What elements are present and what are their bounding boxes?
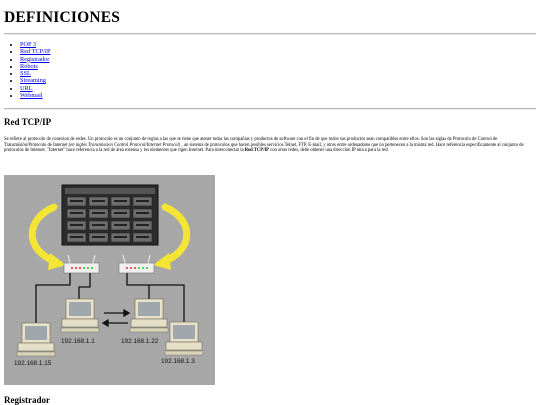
toc-link-streaming[interactable]: Streaming [20,77,46,85]
toc-item: SSL [20,70,51,77]
toc-item: URL [20,85,51,92]
ip-label-22: 192.168.1.22 [121,338,159,345]
toc-link-red-tcp-ip[interactable]: Red TCP/IP [20,48,51,56]
definitions-index: POP 3 Red TCP/IP Registrador Robots SSL … [4,41,51,99]
ip-label-1: 192.168.1.1 [61,338,95,345]
computer-right-bottom-icon [164,321,204,356]
toc-item: Streaming [20,77,51,84]
section-divider [4,108,536,110]
network-diagram-image: 192.168.1.1 192.168.1.22 192.168.1.15 19… [4,175,215,385]
desc-part-1: Se refiere al protocolo de conexion de r… [4,137,498,148]
yellow-arrow-left-icon [28,203,66,270]
section-heading-registrador: Registrador [4,395,50,405]
exchange-arrows-icon [101,308,131,328]
toc-link-registrador[interactable]: Registrador [20,55,50,63]
toc-item: Robots [20,63,51,70]
toc-link-pop3[interactable]: POP 3 [20,41,37,48]
router-right-icon [118,254,155,274]
router-left-icon [63,254,100,274]
toc-item: Red TCP/IP [20,48,51,55]
ip-label-15: 192.168.1.15 [14,360,52,367]
toc-item: Registrador [20,56,51,63]
page-title: DEFINICIONES [4,9,121,26]
toc-item: POP 3 [20,41,51,48]
computer-middle-right-icon [129,298,169,333]
yellow-arrow-right-icon [153,203,191,270]
desc-part-2: , un sistema de protocolos que hacen pos… [4,142,524,154]
computer-left-bottom-icon [16,322,56,357]
network-cables [35,273,185,323]
toc-link-url[interactable]: URL [20,84,33,92]
red-tcp-ip-description: Se refiere al protocolo de conexion de r… [4,137,536,154]
desc-italic: (en inglés Transmission Control Protocol… [68,142,181,148]
desc-bold: Red TCP/IP [244,148,270,154]
ip-label-3: 192.168.1.3 [161,358,195,365]
toc-item: Webmail [20,92,51,99]
top-divider [4,33,536,35]
section-heading-red-tcp-ip: Red TCP/IP [4,117,52,127]
server-rack-icon [61,184,159,246]
toc-link-robots[interactable]: Robots [20,62,38,70]
computer-middle-left-icon [60,298,100,333]
toc-link-webmail[interactable]: Webmail [20,92,43,100]
network-diagram-svg: 192.168.1.1 192.168.1.22 192.168.1.15 19… [14,184,204,367]
desc-part-3: con otras redes, debe obtener una direcc… [269,148,389,154]
toc-link-ssl[interactable]: SSL [20,70,31,78]
